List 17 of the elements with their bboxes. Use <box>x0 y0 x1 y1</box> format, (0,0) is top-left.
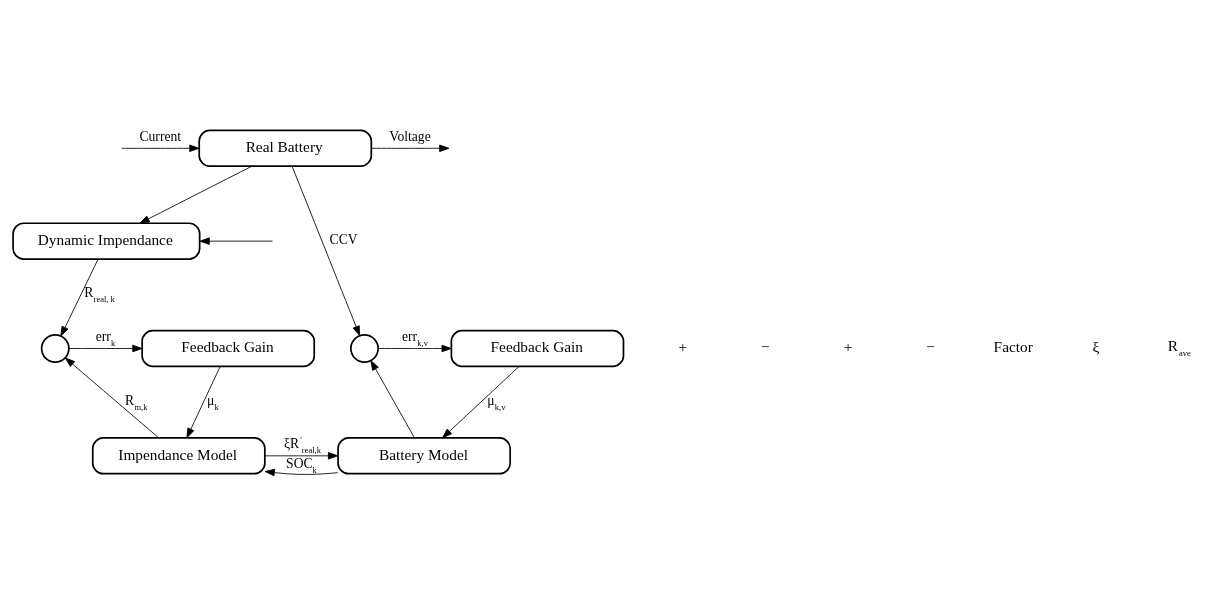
edge-label: CCV <box>329 232 358 248</box>
edge-label: R$_{m,k}$ <box>125 392 148 412</box>
edge-label: SOC$_{k}$ <box>286 456 317 476</box>
label: + <box>678 338 688 356</box>
edge-label: μ$_{k,v}$ <box>487 392 506 412</box>
edge-label: Voltage <box>389 129 431 145</box>
edge-label: err$_{k,v}$ <box>401 328 428 348</box>
label: ξ <box>1092 338 1100 356</box>
edge-label: err$_{k}$ <box>95 328 116 348</box>
label: − <box>761 338 770 356</box>
label: + <box>843 338 853 356</box>
edge-label: μ$_{k}$ <box>206 392 219 412</box>
label: Factor <box>993 338 1033 356</box>
label: − <box>926 338 935 356</box>
edge-label: R$_{real, k}$ <box>84 285 115 305</box>
edge-label: Current <box>139 129 182 145</box>
label: R$_{ave}$ <box>1167 337 1191 359</box>
